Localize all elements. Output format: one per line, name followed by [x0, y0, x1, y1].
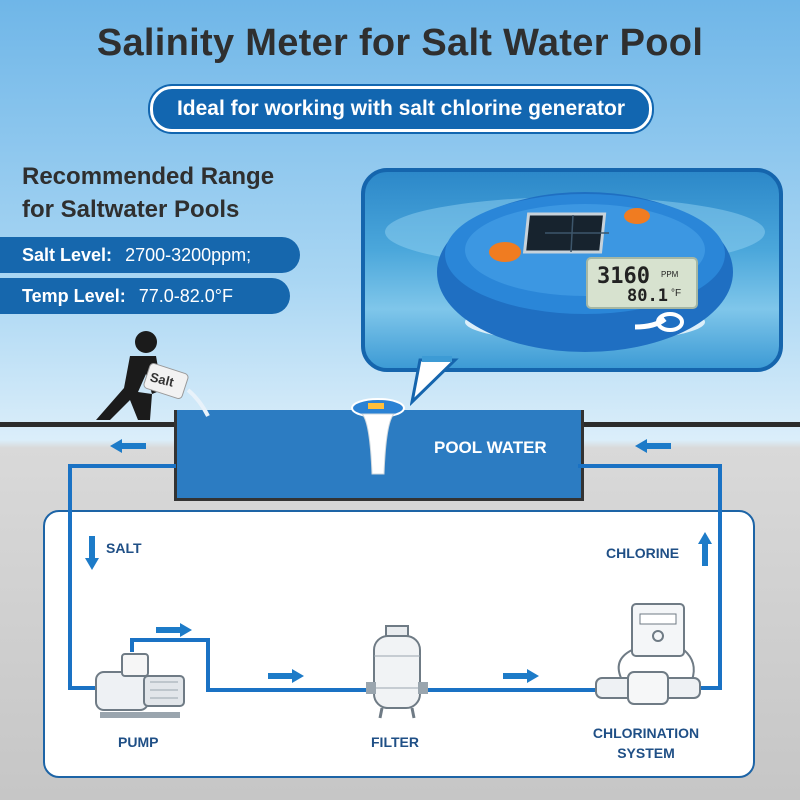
flow-right-arrow-icon [503, 669, 539, 683]
chlorination-system-label: CHLORINATION SYSTEM [586, 723, 706, 763]
chlorination-line1: CHLORINATION [592, 725, 700, 741]
return-left-arrow-icon [635, 439, 671, 453]
lcd-salt-unit: PPM [661, 270, 679, 279]
pool-water-label: POOL WATER [434, 438, 547, 457]
pump-icon [95, 653, 185, 718]
floating-meter-illustration [385, 192, 765, 352]
salt-level-bar: Salt Level: 2700-3200ppm; [0, 237, 300, 273]
lcd-temp-unit: °F [671, 288, 682, 299]
lcd-salt-reading: 3160 [597, 264, 650, 289]
pool-meter-icon [351, 398, 405, 475]
callout-pointer [410, 356, 459, 406]
flow-right-arrow-icon [268, 669, 304, 683]
lcd-temp-reading: 80.1 [627, 286, 668, 306]
chlorine-up-arrow-icon [698, 532, 712, 566]
salt-level-value: 2700-3200ppm; [125, 245, 252, 265]
chlorination-line2: SYSTEM [617, 745, 675, 761]
chlorinator-icon [595, 603, 701, 705]
temp-level-bar: Temp Level: 77.0-82.0°F [0, 278, 290, 314]
temp-level-label: Temp Level: [22, 286, 126, 306]
person-pouring-salt-icon [96, 331, 210, 420]
chlorine-flow-label: CHLORINE [606, 545, 680, 561]
pump-label: PUMP [118, 734, 159, 750]
flow-left-arrow-icon [110, 439, 146, 453]
salt-level-label: Salt Level: [22, 245, 113, 265]
salt-down-arrow-icon [85, 536, 99, 570]
range-heading-line1: Recommended Range [22, 163, 275, 190]
page-title: Salinity Meter for Salt Water Pool [96, 22, 704, 64]
range-heading: Recommended Range for Saltwater Pools [22, 160, 322, 226]
temp-level-value: 77.0-82.0°F [138, 286, 233, 306]
flow-right-arrow-icon [156, 623, 192, 637]
device-closeup: 3160 PPM 80.1 °F [361, 168, 783, 372]
filter-icon [366, 625, 428, 719]
filter-label: FILTER [371, 734, 419, 750]
range-heading-line2: for Saltwater Pools [22, 196, 240, 223]
subtitle-pill: Ideal for working with salt chlorine gen… [150, 86, 652, 132]
salt-flow-label: SALT [106, 540, 142, 556]
